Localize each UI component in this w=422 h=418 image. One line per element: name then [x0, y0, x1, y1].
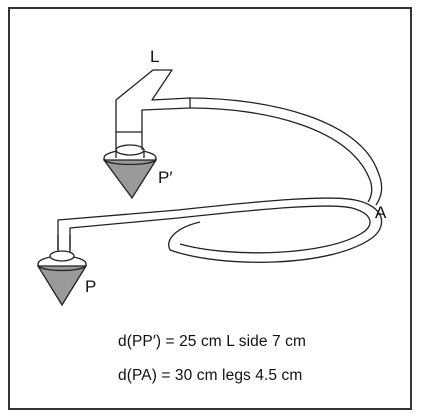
tube-right-side-outer — [375, 171, 383, 206]
label-P: P — [85, 277, 96, 296]
funnel-p-prime-neck — [115, 144, 145, 156]
funnel-p-prime-neck-sides — [115, 150, 145, 158]
tube — [57, 97, 383, 263]
tube-right-side-inner — [367, 179, 373, 203]
funnel-p-prime-cone — [102, 159, 158, 200]
figure-frame — [8, 7, 412, 410]
info-distance-pa: d(PA) = 30 cm legs 4.5 cm — [118, 367, 303, 384]
funnel-p-neck — [49, 250, 75, 262]
label-A: A — [375, 203, 387, 222]
l-holder-outline — [115, 69, 191, 133]
tube-inner-edge — [69, 205, 371, 254]
funnel-p-prime — [102, 132, 158, 200]
info-distance-pp-prime: d(PP′) = 25 cm L side 7 cm — [118, 333, 306, 350]
tube-upper-arc-inner — [189, 107, 371, 181]
l-shaped-holder — [115, 69, 191, 133]
label-P-prime: P′ — [158, 168, 173, 187]
tube-outer-edge — [57, 197, 383, 263]
label-L: L — [150, 47, 159, 66]
funnel-p-prime-cone-lip — [103, 159, 157, 166]
funnel-p — [36, 235, 88, 307]
tube-upper-arc-outer — [187, 97, 379, 173]
funnel-p-cone-lip — [37, 265, 87, 272]
funnel-p-cone — [36, 265, 88, 307]
